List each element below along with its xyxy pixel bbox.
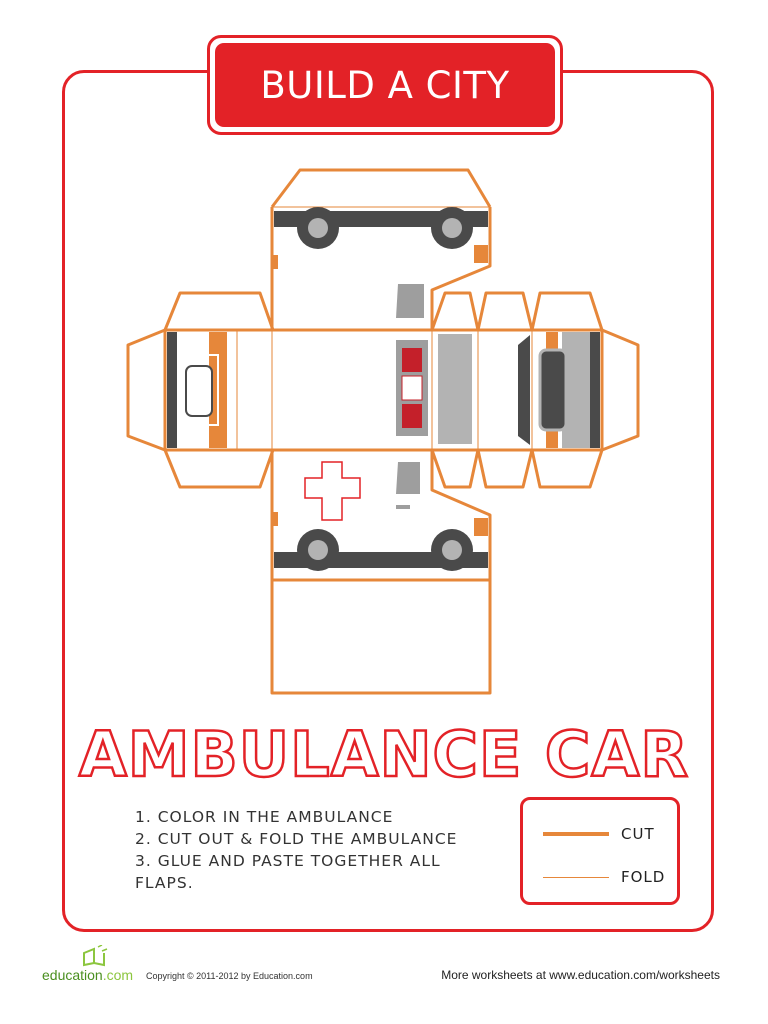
window-top [396, 284, 424, 318]
more-worksheets-link[interactable]: More worksheets at www.education.com/wor… [441, 968, 720, 982]
right-top-flap-2 [476, 291, 534, 331]
wheel-icon [297, 207, 339, 249]
medical-cross-icon [304, 461, 361, 521]
windshield [438, 334, 472, 444]
logo-text: education [42, 967, 103, 983]
legend-fold-row: FOLD [543, 865, 667, 889]
legend-cut-row: CUT [543, 822, 667, 846]
logo-suffix: .com [102, 967, 134, 983]
right-bottom-flap-2 [476, 449, 534, 489]
legend-fold-label: FOLD [621, 868, 666, 886]
wheel-icon [431, 529, 473, 571]
page-title: BUILD A CITY [260, 63, 510, 107]
right-bottom-flap-1 [430, 449, 480, 489]
back-window [185, 365, 213, 417]
right-bottom-flap-3 [530, 449, 604, 489]
legend-cut-label: CUT [621, 825, 655, 843]
window-bottom [396, 462, 420, 494]
right-top-flap-3 [530, 291, 604, 331]
right-top-flap-1 [430, 291, 480, 331]
right-end-flap [601, 328, 640, 452]
left-bottom-flap [163, 449, 275, 489]
base-panel [270, 578, 492, 695]
book-icon [83, 945, 108, 967]
instructions-list: 1. COLOR IN THE AMBULANCE 2. CUT OUT & F… [135, 806, 495, 894]
front-grille [538, 348, 568, 432]
left-top-flap [163, 291, 275, 331]
wheel-icon [297, 529, 339, 571]
top-roof-flap [270, 168, 492, 208]
wheel-icon [431, 207, 473, 249]
cut-line-swatch [543, 832, 609, 836]
education-logo[interactable]: education.com [42, 945, 142, 985]
project-title: AMBULANCE CAR [78, 717, 690, 793]
instruction-item: 2. CUT OUT & FOLD THE AMBULANCE [135, 830, 458, 848]
fold-line-swatch [543, 876, 609, 878]
instruction-item: 1. COLOR IN THE AMBULANCE [135, 808, 394, 826]
left-end-flap [126, 328, 166, 452]
copyright-text: Copyright © 2011-2012 by Education.com [146, 971, 313, 981]
header-banner: BUILD A CITY [207, 35, 563, 135]
line-legend: CUT FOLD [520, 797, 680, 905]
instruction-item: 3. GLUE AND PASTE TOGETHER ALL FLAPS. [135, 852, 441, 892]
main-body-strip [163, 328, 604, 452]
